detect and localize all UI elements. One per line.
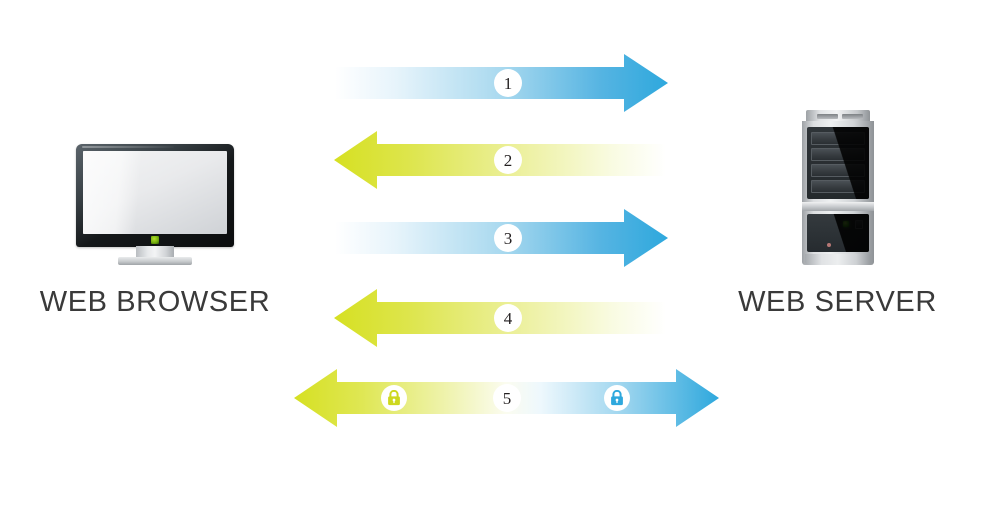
server-top-panel bbox=[806, 110, 870, 123]
server-panel-gloss bbox=[807, 214, 869, 252]
monitor-screen-gloss bbox=[83, 151, 187, 234]
arrow-5-number-badge: 5 bbox=[493, 384, 521, 412]
arrow-2-number-badge: 2 bbox=[494, 146, 522, 174]
server-drive-bays bbox=[807, 127, 869, 199]
arrow-4-number: 4 bbox=[503, 308, 513, 328]
monitor-logo-icon bbox=[151, 236, 159, 244]
server-drive-bay bbox=[811, 180, 865, 193]
arrow-5-lock-right-badge bbox=[604, 385, 630, 411]
web-browser-label: WEB BROWSER bbox=[39, 286, 271, 318]
server-drive-bay bbox=[811, 148, 865, 161]
web-server-label: WEB SERVER bbox=[738, 286, 937, 318]
monitor-stand-neck bbox=[136, 246, 174, 259]
monitor-bezel-highlight bbox=[82, 146, 174, 148]
monitor-screen bbox=[83, 151, 227, 234]
arrow-5-secure-channel: 5 bbox=[294, 368, 719, 428]
arrow-3-number-badge: 3 bbox=[494, 224, 522, 252]
arrow-4-response: 4 bbox=[334, 288, 666, 348]
padlock-icon bbox=[388, 390, 400, 406]
server-divider bbox=[802, 202, 874, 211]
arrow-3-number: 3 bbox=[503, 228, 513, 248]
arrow-5-number: 5 bbox=[502, 388, 512, 408]
server-indicator-dot bbox=[827, 243, 831, 247]
monitor-stand-base bbox=[118, 257, 192, 265]
arrow-4-number-badge: 4 bbox=[494, 304, 522, 332]
arrow-3-request: 3 bbox=[335, 208, 668, 268]
arrow-2-response: 2 bbox=[334, 130, 666, 190]
monitor-bezel bbox=[76, 144, 234, 247]
server-base-foot bbox=[805, 254, 871, 265]
arrow-5-lock-left-badge bbox=[381, 385, 407, 411]
computer-monitor-icon bbox=[76, 144, 234, 265]
server-front-panel bbox=[807, 214, 869, 252]
server-tower-icon bbox=[802, 110, 874, 265]
arrow-1-request: 1 bbox=[335, 53, 668, 113]
server-drive-bay bbox=[811, 132, 865, 145]
arrow-2-number: 2 bbox=[503, 150, 513, 170]
server-chassis bbox=[802, 121, 874, 265]
padlock-icon bbox=[611, 390, 623, 406]
server-drive-bay bbox=[811, 164, 865, 177]
arrow-1-number: 1 bbox=[503, 73, 513, 93]
server-vent-slot bbox=[817, 114, 838, 119]
arrow-1-number-badge: 1 bbox=[494, 69, 522, 97]
server-vent-slot bbox=[842, 114, 863, 119]
